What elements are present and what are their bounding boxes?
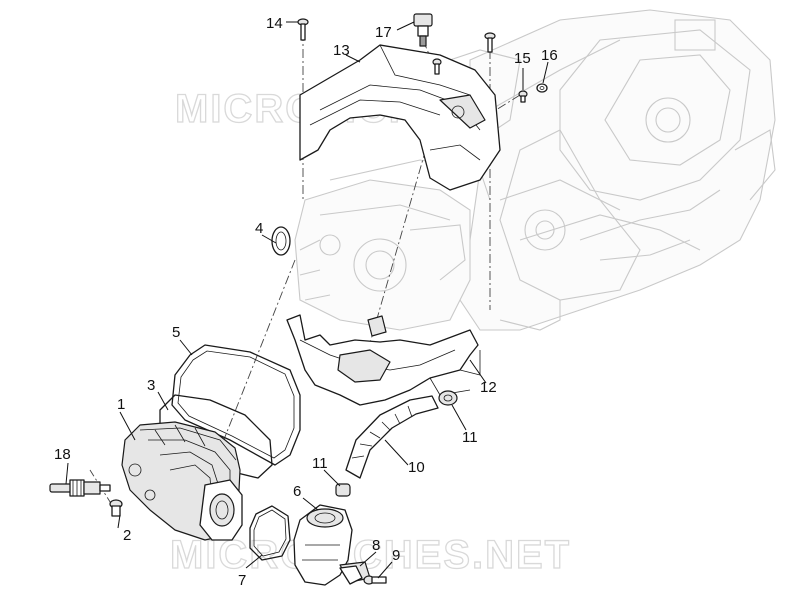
housing-part-6[interactable] [293,504,371,586]
callout-14: 14 [266,15,283,32]
lower-tray-part-12[interactable] [286,314,481,406]
callout-15: 15 [514,50,531,67]
callout-8: 8 [372,537,380,554]
callout-13: 13 [333,42,350,59]
callout-labels: 1 2 3 4 5 6 7 8 9 10 11 11 12 13 14 15 1… [54,15,558,589]
screw-near-part-13[interactable] [432,32,496,75]
callout-2: 2 [123,527,131,544]
valve-cover-part-1[interactable] [121,421,243,541]
callout-1: 1 [117,396,125,413]
screw-part-15[interactable] [518,90,528,103]
leader-lines [65,21,549,579]
callout-11-bottom: 11 [312,455,328,472]
clamp-part-11-bottom[interactable] [335,483,351,497]
callout-6: 6 [293,483,301,500]
hose-part-10[interactable] [345,395,439,479]
seal-ring-part-4[interactable] [271,226,291,256]
callout-17: 17 [375,24,392,41]
clamp-part-11-top[interactable] [438,390,458,406]
watermark-bottom: MICROFICHES.NET [170,533,571,577]
screw-part-14[interactable] [297,18,309,41]
callout-7: 7 [238,572,246,589]
callout-12: 12 [480,379,497,396]
cylinder-head-block [294,159,491,331]
gasket-part-5[interactable] [171,344,301,466]
callout-4: 4 [255,220,263,237]
callout-16: 16 [541,47,558,64]
sensor-part-17[interactable] [413,13,433,47]
bolt-part-9[interactable] [363,575,387,585]
spark-plug-part-18[interactable] [49,479,111,497]
washer-part-16[interactable] [536,83,548,93]
callout-10: 10 [408,459,425,476]
screw-part-2[interactable] [109,499,123,517]
callout-11-top: 11 [462,429,478,446]
o-ring-part-7[interactable] [249,505,291,561]
callout-9: 9 [392,547,400,564]
callout-18: 18 [54,446,71,463]
upper-shroud-part-13[interactable] [299,44,501,191]
callout-3: 3 [147,377,155,394]
clip-part-8[interactable] [339,565,363,585]
callout-5: 5 [172,324,180,341]
